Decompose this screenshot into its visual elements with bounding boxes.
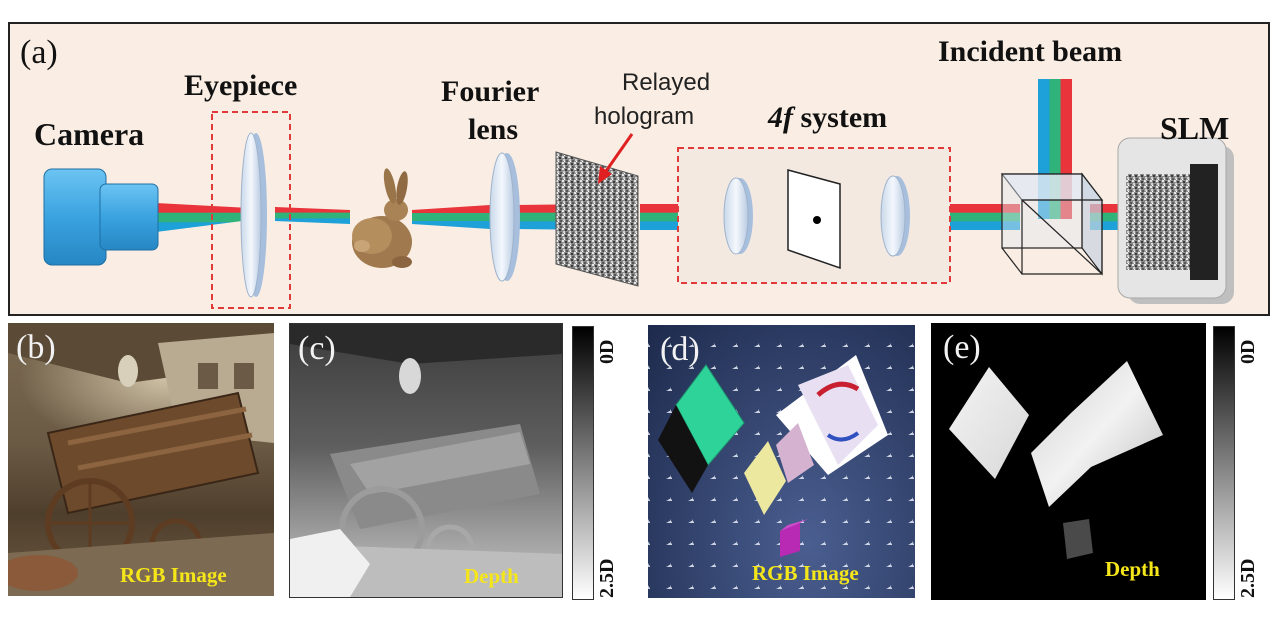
label-relayed-hologram-line2: hologram bbox=[594, 103, 695, 130]
4f-lens-2-icon bbox=[880, 175, 910, 257]
panel-d-rgb-image: (d) RGB Image bbox=[648, 325, 915, 598]
panel-a-optical-setup: (a) Camera Eyepiece Fourier lens Relayed… bbox=[8, 22, 1270, 316]
panel-c-depth-scale-bar bbox=[572, 326, 594, 600]
fourier-lens-icon bbox=[489, 152, 520, 282]
beam-camera-eyepiece bbox=[156, 203, 250, 232]
panel-e-depth-map: (e) Depth bbox=[931, 323, 1206, 600]
4f-lens-1-icon bbox=[723, 177, 753, 255]
panel-e-depth-scale-bar bbox=[1213, 326, 1235, 600]
label-incident-beam: Incident beam bbox=[938, 35, 1123, 68]
label-eyepiece: Eyepiece bbox=[184, 69, 298, 102]
panel-c-depth-shapes bbox=[290, 324, 562, 597]
panel-c-letter: (c) bbox=[298, 330, 336, 367]
label-4f-system: 4f system bbox=[768, 102, 887, 134]
label-slm: SLM bbox=[1160, 110, 1230, 146]
slm-icon bbox=[1117, 137, 1234, 304]
panel-c-scale-top-label: 0D bbox=[596, 339, 618, 364]
panel-c-caption: Depth bbox=[464, 564, 519, 588]
label-system-text: system bbox=[793, 101, 888, 134]
panel-e-scale-bottom-label: 2.5D bbox=[1237, 558, 1259, 598]
beam-4f-beamsplitter bbox=[950, 204, 1020, 230]
panel-c-depth-map: (c) Depth bbox=[289, 323, 563, 598]
beam-object-fourier bbox=[412, 205, 490, 229]
label-camera: Camera bbox=[34, 116, 145, 152]
beam-eyepiece-object bbox=[275, 207, 350, 224]
bunny-object-icon bbox=[352, 168, 412, 268]
label-4f-italic: 4f bbox=[768, 101, 793, 134]
panel-b-rgb-image: (b) RGB Image bbox=[8, 323, 274, 596]
4f-pinhole-filter-icon bbox=[787, 169, 841, 270]
panel-e-depth-shapes bbox=[949, 361, 1163, 559]
panel-e-letter: (e) bbox=[943, 329, 981, 366]
panel-d-scene bbox=[658, 355, 888, 557]
panel-e-caption: Depth bbox=[1105, 557, 1160, 581]
panel-e-scale-top-label: 0D bbox=[1237, 339, 1259, 364]
panel-b-letter: (b) bbox=[16, 329, 56, 366]
panel-b-caption: RGB Image bbox=[120, 563, 227, 587]
camera-icon bbox=[43, 168, 159, 266]
label-relayed-hologram-line1: Relayed bbox=[622, 69, 711, 96]
relayed-hologram-icon bbox=[555, 151, 639, 287]
beam-splitter-cube-icon bbox=[1000, 172, 1104, 276]
optical-setup-drawing bbox=[43, 79, 1234, 309]
panel-b-scene bbox=[8, 323, 274, 596]
label-fourier-lens-line1: Fourier bbox=[441, 75, 540, 108]
label-fourier-lens-line2: lens bbox=[468, 113, 519, 146]
eyepiece-lens-icon bbox=[240, 132, 267, 298]
hologram-arrow-icon bbox=[598, 133, 634, 184]
panel-a-letter: (a) bbox=[20, 34, 58, 71]
eyepiece-dashed-box bbox=[211, 111, 291, 309]
panel-d-letter: (d) bbox=[660, 331, 700, 368]
panel-d-caption: RGB Image bbox=[752, 561, 859, 585]
panel-c-scale-bottom-label: 2.5D bbox=[596, 558, 618, 598]
